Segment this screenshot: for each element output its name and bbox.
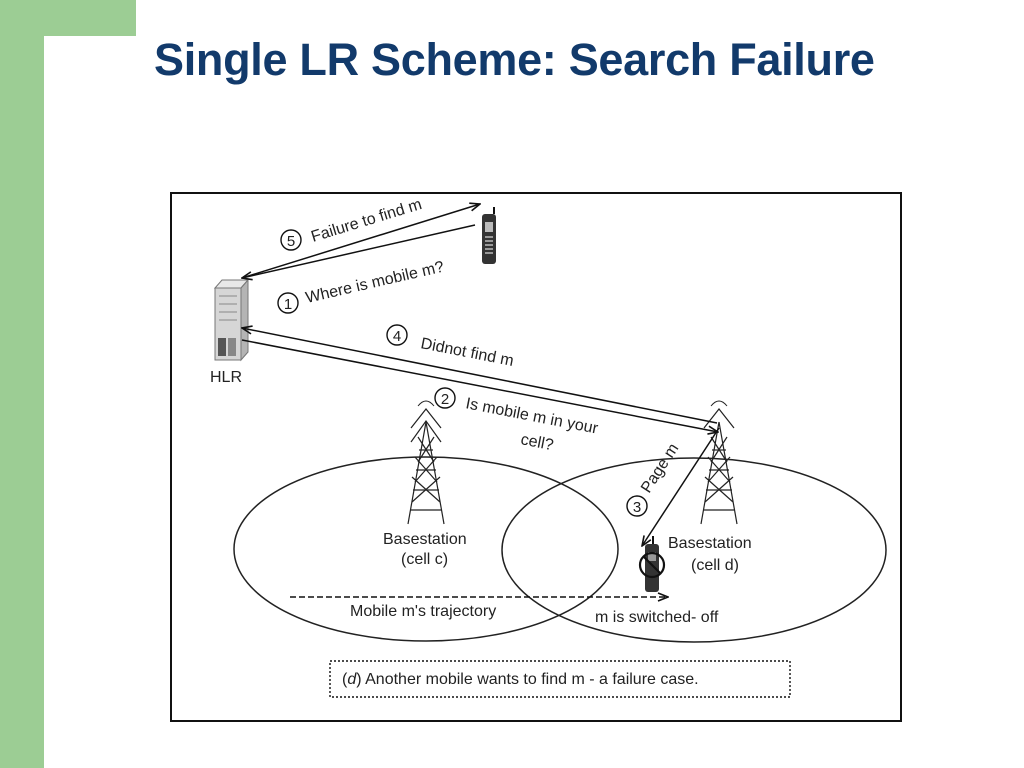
switched-off-mobile-icon — [638, 536, 666, 592]
cell-c-basestation-label: Basestation — [383, 531, 467, 548]
cell-d-basestation-label: Basestation — [668, 535, 752, 552]
message-step2-label-line2: cell? — [519, 431, 555, 454]
svg-text:3: 3 — [633, 499, 641, 516]
arrow-step5-failure — [241, 204, 480, 279]
calling-mobile-phone-icon — [482, 207, 496, 264]
svg-text:4: 4 — [393, 328, 401, 345]
hlr-label: HLR — [210, 369, 242, 386]
basestation-tower-cell-c-icon — [407, 400, 445, 525]
decorative-side-bar — [0, 0, 44, 768]
svg-text:2: 2 — [441, 391, 449, 408]
caption-box — [329, 660, 791, 698]
slide-title: Single LR Scheme: Search Failure — [154, 34, 875, 85]
svg-text:5: 5 — [287, 233, 295, 250]
arrow-step1-where-is-mobile — [242, 224, 476, 278]
caption-text: (d) Another mobile wants to find m - a f… — [342, 671, 699, 688]
arrow-step4-not-found — [242, 328, 718, 424]
step-circle-3: 3 — [626, 495, 648, 517]
step-circle-4: 4 — [386, 324, 408, 346]
decorative-corner-curve — [44, 36, 136, 128]
decorative-top-bar — [0, 0, 136, 36]
cell-c-cell-label: (cell c) — [401, 551, 448, 568]
basestation-tower-cell-d-icon — [700, 400, 738, 525]
arrow-step2-query-cell — [241, 339, 718, 432]
caption-letter: d — [347, 671, 357, 688]
diagram-svg: HLR Basestation (cell c) — [170, 192, 902, 722]
cell-d-coverage — [501, 457, 887, 643]
step-circle-5: 5 — [280, 229, 302, 251]
figure-border — [170, 192, 902, 722]
switched-off-label: m is switched- off — [595, 609, 719, 626]
step-circle-2: 2 — [434, 387, 456, 409]
cell-c-coverage — [233, 456, 619, 642]
diagram-figure: HLR Basestation (cell c) — [170, 192, 902, 722]
svg-text:1: 1 — [284, 296, 292, 313]
hlr-server-icon — [213, 278, 250, 362]
arrow-step3-page — [642, 427, 720, 546]
cell-d-cell-label: (cell d) — [691, 557, 739, 574]
caption-description: Another mobile wants to find m - a failu… — [365, 671, 699, 688]
trajectory-label: Mobile m's trajectory — [350, 603, 496, 620]
step-circle-1: 1 — [277, 292, 299, 314]
